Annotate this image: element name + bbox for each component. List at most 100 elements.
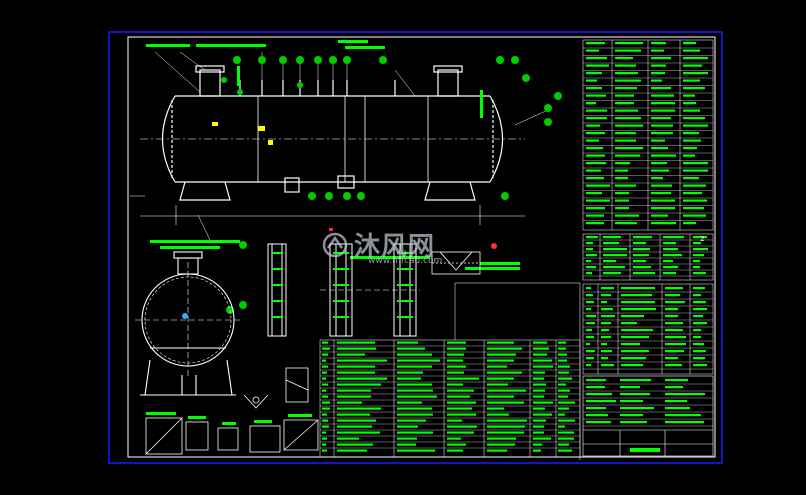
table-cell-text xyxy=(586,308,591,311)
table-cell-text xyxy=(693,294,701,297)
table-cell-text xyxy=(601,364,614,367)
table-cell-text xyxy=(586,400,616,403)
table-cell-text xyxy=(665,350,684,353)
table-cell-text xyxy=(533,401,553,404)
table-cell-text xyxy=(586,364,591,367)
table-cell-text xyxy=(693,242,701,245)
vessel-cross-section[interactable] xyxy=(135,251,240,396)
table-cell-text xyxy=(337,449,367,452)
design-data-table[interactable] xyxy=(582,39,714,231)
table-cell-text xyxy=(621,350,649,353)
table-cell-text xyxy=(397,347,425,350)
table-cell-text xyxy=(601,343,607,346)
table-cell-text xyxy=(621,364,643,367)
table-cell-text xyxy=(322,425,329,428)
table-cell-text xyxy=(601,329,609,332)
table-cell-text xyxy=(586,87,602,90)
table-cell-text xyxy=(533,449,541,452)
table-cell-text xyxy=(533,389,545,392)
watermark-logo-icon xyxy=(322,232,348,257)
vessel-elevation[interactable] xyxy=(140,65,525,225)
table-cell-text xyxy=(651,124,673,127)
table-cell-text xyxy=(322,431,326,434)
table-cell-text xyxy=(615,222,637,225)
table-cell-text xyxy=(586,154,605,157)
table-cell-text xyxy=(487,425,525,428)
table-cell-text xyxy=(665,407,690,410)
table-cell-text xyxy=(620,386,640,389)
table-cell-text xyxy=(337,389,371,392)
table-cell-text xyxy=(447,341,466,344)
table-cell-text xyxy=(665,379,688,382)
table-cell-text xyxy=(651,42,666,45)
table-cell-text xyxy=(586,248,593,251)
table-cell-text xyxy=(487,443,515,446)
title-block[interactable]: 2 xyxy=(582,235,714,457)
table-cell-text xyxy=(586,294,593,297)
table-cell-text xyxy=(397,419,426,422)
table-cell-text xyxy=(533,353,547,356)
table-cell-text xyxy=(586,64,609,67)
nozzle-schedule-table[interactable] xyxy=(582,233,714,281)
table-cell-text xyxy=(683,102,696,105)
table-cell-text xyxy=(322,395,328,398)
table-cell-text xyxy=(683,222,696,225)
table-cell-text xyxy=(533,347,549,350)
table-cell-text xyxy=(397,377,421,380)
table-cell-text xyxy=(615,177,628,180)
table-cell-text xyxy=(322,401,330,404)
table-cell-text xyxy=(322,389,326,392)
table-cell-text xyxy=(601,287,614,290)
material-table[interactable] xyxy=(582,283,714,375)
table-cell-text xyxy=(693,357,705,360)
table-cell-text xyxy=(397,383,432,386)
table-cell-text xyxy=(615,87,637,90)
table-cell-text xyxy=(397,359,440,362)
table-cell-text xyxy=(322,413,327,416)
table-cell-text xyxy=(615,139,636,142)
table-cell-text xyxy=(651,207,675,210)
table-cell-text xyxy=(651,64,666,67)
table-cell-text xyxy=(586,169,601,172)
table-cell-text xyxy=(533,437,551,440)
table-cell-text xyxy=(683,207,704,210)
table-cell-text xyxy=(615,72,638,75)
table-cell-text xyxy=(487,449,507,452)
table-cell-text xyxy=(665,386,683,389)
table-cell-text xyxy=(683,64,702,67)
table-cell-text xyxy=(651,199,675,202)
table-cell-text xyxy=(693,322,707,325)
table-cell-text xyxy=(683,49,700,52)
table-cell-text xyxy=(683,169,708,172)
table-cell-text xyxy=(586,301,594,304)
table-cell-text xyxy=(693,236,707,239)
table-cell-text xyxy=(337,341,375,344)
table-cell-text xyxy=(447,389,474,392)
table-cell-text xyxy=(487,347,522,350)
table-cell-text xyxy=(586,117,607,120)
table-cell-text xyxy=(651,214,668,217)
table-cell-text xyxy=(665,343,686,346)
table-cell-text xyxy=(533,407,545,410)
table-cell-text xyxy=(322,443,326,446)
table-cell-text xyxy=(558,425,565,428)
table-cell-text xyxy=(586,94,606,97)
table-cell-text xyxy=(621,336,649,339)
table-cell-text xyxy=(693,350,706,353)
parts-list-table[interactable] xyxy=(319,339,581,458)
table-cell-text xyxy=(663,236,684,239)
table-cell-text xyxy=(651,139,665,142)
table-cell-text xyxy=(337,347,376,350)
table-cell-text xyxy=(586,386,605,389)
table-cell-text xyxy=(337,371,375,374)
table-cell-text xyxy=(586,139,599,142)
table-cell-text xyxy=(586,109,607,112)
table-cell-text xyxy=(322,359,326,362)
table-cell-text xyxy=(601,301,607,304)
table-cell-text xyxy=(586,124,600,127)
table-cell-text xyxy=(586,184,610,187)
table-cell-text xyxy=(621,308,656,311)
table-cell-text xyxy=(615,109,638,112)
table-cell-text xyxy=(603,260,616,263)
table-cell-text xyxy=(397,353,432,356)
